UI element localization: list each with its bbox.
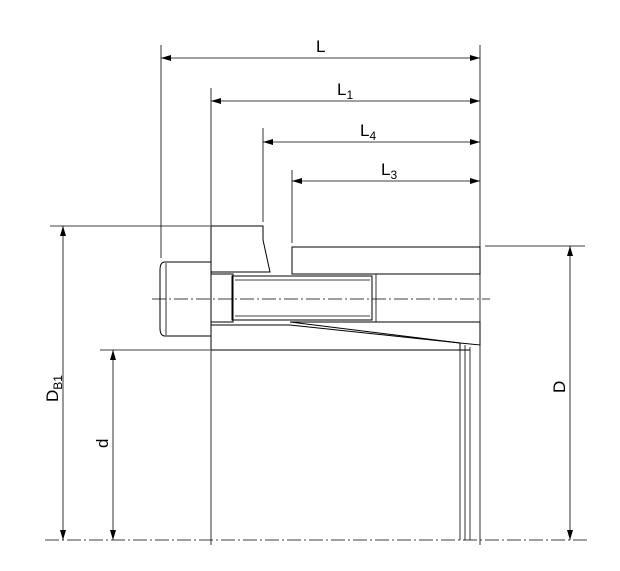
outer-sleeve-section (291, 246, 481, 275)
svg-text:L1: L1 (337, 80, 353, 102)
flange-section (210, 225, 271, 273)
dimension-L: L (161, 37, 480, 61)
svg-text:d: d (93, 439, 112, 448)
dimension-L1: L1 (211, 80, 480, 104)
hub-lines (459, 343, 471, 540)
outer-sleeve-lower-section (289, 321, 481, 346)
dimension-DB1: DB1 (43, 226, 66, 540)
label-L: L (316, 37, 325, 56)
svg-text:L4: L4 (360, 121, 376, 143)
svg-text:L3: L3 (381, 160, 397, 182)
dimension-d: d (93, 350, 116, 540)
dimension-D: D (550, 246, 573, 540)
svg-text:DB1: DB1 (43, 375, 65, 402)
svg-text:D: D (550, 381, 569, 393)
extension-lines (50, 45, 585, 545)
dimension-L3: L3 (292, 160, 480, 184)
dimension-L4: L4 (263, 121, 480, 145)
inner-ring-section (210, 324, 461, 351)
